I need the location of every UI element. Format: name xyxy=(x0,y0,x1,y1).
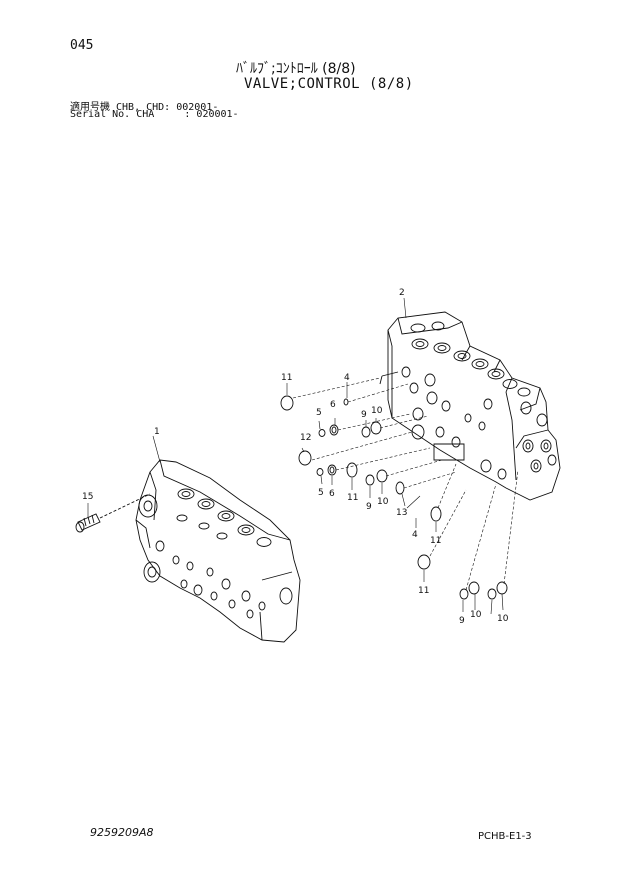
callout-part-11: 11 xyxy=(347,493,358,503)
callout-part-13: 13 xyxy=(396,508,407,518)
valve-body-right xyxy=(379,311,561,501)
callout-part-11: 11 xyxy=(281,373,292,383)
callout-part-5: 5 xyxy=(318,488,324,498)
callout-part-6: 6 xyxy=(330,400,336,410)
callout-part-9: 9 xyxy=(459,616,465,626)
drawing-number: 9259209A8 xyxy=(90,826,154,839)
callout-part-9: 9 xyxy=(366,502,372,512)
callout-part-5: 5 xyxy=(316,408,322,418)
callout-part-4: 4 xyxy=(412,530,418,540)
callout-part-10: 10 xyxy=(371,406,383,416)
callout-part-10: 10 xyxy=(497,614,509,624)
title-japanese: ﾊﾞﾙﾌﾞ;ｺﾝﾄﾛｰﾙ (8/8) xyxy=(236,61,356,77)
callout-part-10: 10 xyxy=(377,497,389,507)
callout-part-11: 11 xyxy=(418,586,429,596)
bolt-part-15 xyxy=(75,493,151,533)
callout-part-12: 12 xyxy=(300,433,311,443)
callout-part-11: 11 xyxy=(430,536,441,546)
seal-rings xyxy=(280,395,508,600)
callout-part-9: 9 xyxy=(361,410,367,420)
sheet-code: PCHB-E1-3 xyxy=(478,831,532,842)
title-english: VALVE;CONTROL (8/8) xyxy=(244,76,414,92)
page-number: 045 xyxy=(70,38,94,53)
serial-applicability-line: 適用号機 CHB, CHD: 002001- xyxy=(70,102,219,113)
callout-part-10: 10 xyxy=(470,610,482,620)
valve-body-left xyxy=(135,459,301,643)
callout-part-1: 1 xyxy=(154,427,160,437)
callout-part-15: 15 xyxy=(82,492,93,502)
callout-part-4: 4 xyxy=(344,373,350,383)
leader-lines xyxy=(87,297,519,615)
callout-part-6: 6 xyxy=(329,489,335,499)
serial-number-line: Serial No. CHA : 020001- xyxy=(70,109,239,120)
callout-part-2: 2 xyxy=(399,288,405,298)
